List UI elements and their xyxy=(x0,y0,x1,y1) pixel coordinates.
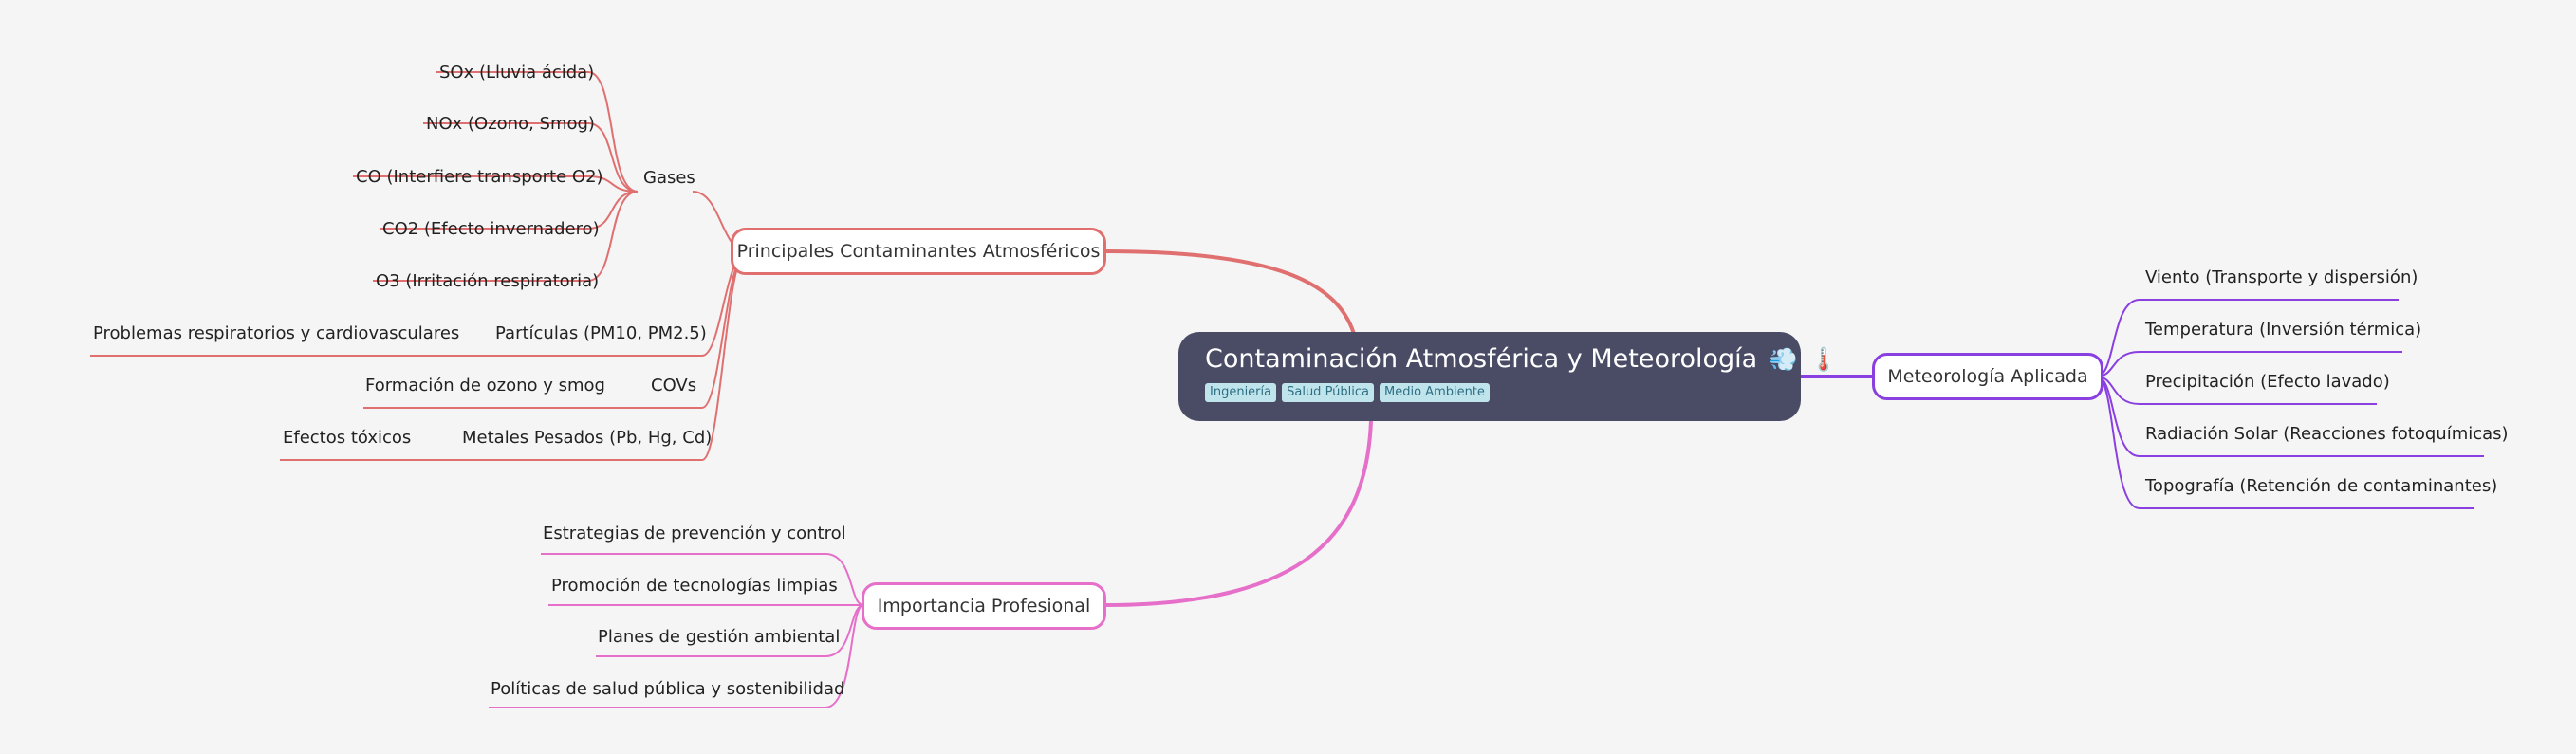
gas-item-co2[interactable]: CO2 (Efecto invernadero) xyxy=(382,219,600,239)
meteo-item-topografia[interactable]: Topografía (Retención de contaminantes) xyxy=(2145,476,2498,496)
root-node[interactable]: Contaminación Atmosférica y Meteorología… xyxy=(1178,332,1838,421)
node-particulas-child[interactable]: Problemas respiratorios y cardiovascular… xyxy=(93,323,460,343)
meteo-item-precipitacion[interactable]: Precipitación (Efecto lavado) xyxy=(2145,372,2390,392)
importancia-item-estrategias[interactable]: Estrategias de prevención y control xyxy=(543,524,846,543)
node-metales-child[interactable]: Efectos tóxicos xyxy=(283,428,412,448)
branch-contaminantes[interactable]: Principales Contaminantes Atmosféricos xyxy=(731,228,1106,275)
branch-contaminantes-label: Principales Contaminantes Atmosféricos xyxy=(736,241,1101,262)
tag-salud-publica[interactable]: Salud Pública xyxy=(1282,383,1375,402)
meteo-item-temperatura[interactable]: Temperatura (Inversión térmica) xyxy=(2145,320,2422,340)
branch-importancia[interactable]: Importancia Profesional xyxy=(862,582,1106,630)
importancia-item-promocion[interactable]: Promoción de tecnologías limpias xyxy=(551,576,838,596)
importancia-item-politicas[interactable]: Políticas de salud pública y sostenibili… xyxy=(491,679,845,699)
branch-meteorologia-label: Meteorología Aplicada xyxy=(1887,366,2088,387)
root-title-text: Contaminación Atmosférica y Meteorología xyxy=(1205,344,1758,374)
node-metales[interactable]: Metales Pesados (Pb, Hg, Cd) xyxy=(462,428,713,448)
root-tags: Ingeniería Salud Pública Medio Ambiente xyxy=(1205,383,1774,402)
thermometer-icon: 🌡️ xyxy=(1809,346,1839,373)
gas-item-o3[interactable]: O3 (Irritación respiratoria) xyxy=(376,271,600,291)
meteo-item-viento[interactable]: Viento (Transporte y dispersión) xyxy=(2145,267,2418,287)
link-root-importancia xyxy=(1104,420,1373,607)
root-title: Contaminación Atmosférica y Meteorología… xyxy=(1205,343,1838,376)
gas-item-sox[interactable]: SOx (Lluvia ácida) xyxy=(439,63,595,83)
meteo-item-radiacion[interactable]: Radiación Solar (Reacciones fotoquímicas… xyxy=(2145,424,2509,444)
wind-icon: 💨 xyxy=(1769,346,1798,373)
node-gases[interactable]: Gases xyxy=(643,168,695,189)
branch-meteorologia[interactable]: Meteorología Aplicada xyxy=(1872,353,2103,400)
gas-item-co[interactable]: CO (Interfiere transporte O2) xyxy=(356,167,603,187)
node-particulas[interactable]: Partículas (PM10, PM2.5) xyxy=(495,323,707,343)
node-covs-child[interactable]: Formación de ozono y smog xyxy=(365,376,605,395)
tag-ingenieria[interactable]: Ingeniería xyxy=(1205,383,1277,402)
gas-item-nox[interactable]: NOx (Ozono, Smog) xyxy=(426,114,595,134)
importancia-item-planes[interactable]: Planes de gestión ambiental xyxy=(598,627,841,647)
node-gases-label: Gases xyxy=(643,168,695,188)
node-covs[interactable]: COVs xyxy=(651,376,697,395)
tag-medio-ambiente[interactable]: Medio Ambiente xyxy=(1380,383,1490,402)
branch-importancia-label: Importancia Profesional xyxy=(877,596,1091,616)
link-root-contaminantes xyxy=(1104,249,1356,335)
